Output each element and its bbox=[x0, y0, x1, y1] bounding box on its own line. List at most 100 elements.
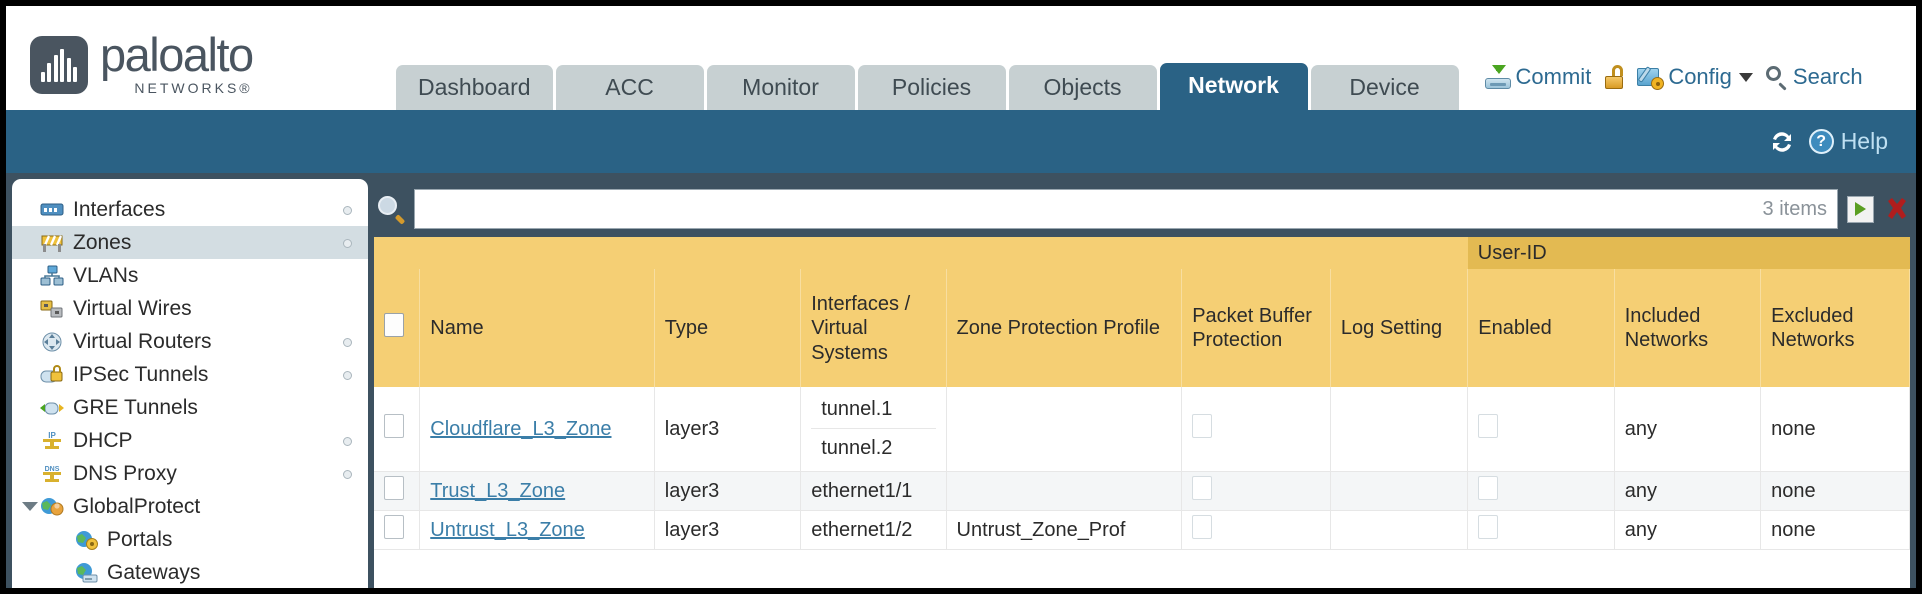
row-select-cell[interactable] bbox=[374, 510, 421, 551]
brand-subtitle: NETWORKS® bbox=[134, 80, 253, 96]
cell-user-id-enabled[interactable] bbox=[1467, 510, 1615, 551]
tab-network[interactable]: Network bbox=[1159, 63, 1308, 110]
sidebar-item-globalprotect[interactable]: GlobalProtect bbox=[12, 490, 368, 523]
column-header-packet-buffer-protection[interactable]: Packet Buffer Protection bbox=[1181, 269, 1331, 388]
sidebar-item-gre-tunnels[interactable]: GRE Tunnels bbox=[12, 391, 368, 424]
row-checkbox[interactable] bbox=[384, 414, 404, 439]
user-id-enabled-checkbox[interactable] bbox=[1478, 476, 1499, 501]
expander-triangle-icon[interactable] bbox=[22, 502, 38, 511]
cell-user-id-enabled[interactable] bbox=[1467, 471, 1615, 512]
chevron-down-icon bbox=[1738, 72, 1753, 82]
cell-packet-buffer-protection[interactable] bbox=[1181, 510, 1331, 551]
brand-logo: paloalto NETWORKS® bbox=[6, 28, 396, 110]
row-checkbox[interactable] bbox=[384, 476, 404, 501]
refresh-icon[interactable] bbox=[1769, 130, 1795, 154]
cell-type: layer3 bbox=[654, 471, 802, 512]
column-header-zone-protection-profile[interactable]: Zone Protection Profile bbox=[946, 269, 1183, 388]
sidebar-item-label: GRE Tunnels bbox=[73, 395, 198, 419]
search-button[interactable]: Search bbox=[1765, 64, 1863, 91]
top-bar: paloalto NETWORKS® Dashboard ACC Monitor… bbox=[6, 6, 1916, 110]
cell-name[interactable]: Untrust_L3_Zone bbox=[419, 510, 655, 551]
dns-proxy-icon: DNS bbox=[40, 463, 64, 485]
sidebar-item-portals[interactable]: Portals bbox=[12, 523, 368, 556]
column-header-enabled[interactable]: Enabled bbox=[1467, 269, 1615, 388]
column-header-log-setting[interactable]: Log Setting bbox=[1330, 269, 1469, 388]
user-id-enabled-checkbox[interactable] bbox=[1478, 414, 1499, 439]
filter-input-wrap[interactable]: 3 items bbox=[414, 189, 1838, 229]
select-all-header[interactable] bbox=[374, 269, 421, 388]
virtual-wires-icon bbox=[40, 298, 64, 320]
sidebar-item-label: Interfaces bbox=[73, 197, 166, 221]
portals-icon bbox=[74, 529, 98, 551]
cell-name[interactable]: Cloudflare_L3_Zone bbox=[419, 387, 655, 473]
tab-dashboard[interactable]: Dashboard bbox=[396, 65, 553, 110]
zone-link[interactable]: Cloudflare_L3_Zone bbox=[430, 417, 612, 440]
apply-filter-button[interactable] bbox=[1847, 195, 1874, 223]
packet-buffer-checkbox[interactable] bbox=[1192, 414, 1213, 439]
zone-link[interactable]: Untrust_L3_Zone bbox=[430, 518, 585, 541]
search-label: Search bbox=[1792, 64, 1863, 89]
packet-buffer-checkbox[interactable] bbox=[1192, 515, 1213, 540]
column-header-included-networks[interactable]: Included Networks bbox=[1614, 269, 1762, 388]
sidebar-item-interfaces[interactable]: Interfaces bbox=[12, 193, 368, 226]
help-icon: ? bbox=[1808, 129, 1834, 154]
column-header-type[interactable]: Type bbox=[654, 269, 802, 388]
column-header-interfaces[interactable]: Interfaces / Virtual Systems bbox=[800, 269, 947, 388]
sidebar-item-label: Virtual Wires bbox=[73, 296, 192, 320]
tab-policies[interactable]: Policies bbox=[857, 65, 1006, 110]
column-header-excluded-networks[interactable]: Excluded Networks bbox=[1760, 269, 1910, 388]
table-row[interactable]: Trust_L3_Zone layer3 ethernet1/1 bbox=[374, 471, 1910, 512]
cell-zone-protection-profile bbox=[946, 387, 1183, 473]
sidebar-item-dhcp[interactable]: IP DHCP bbox=[12, 424, 368, 457]
zone-link[interactable]: Trust_L3_Zone bbox=[430, 479, 566, 502]
clear-filter-button[interactable] bbox=[1883, 196, 1910, 223]
cell-included-networks: any bbox=[1614, 387, 1762, 473]
config-icon bbox=[1637, 65, 1665, 90]
row-select-cell[interactable] bbox=[374, 471, 421, 512]
table-row[interactable]: Untrust_L3_Zone layer3 ethernet1/2 Untru… bbox=[374, 510, 1910, 551]
table-row[interactable]: Cloudflare_L3_Zone layer3 tunnel.1 tunne… bbox=[374, 387, 1910, 473]
zones-icon bbox=[40, 232, 64, 254]
packet-buffer-checkbox[interactable] bbox=[1192, 476, 1213, 501]
cell-log-setting bbox=[1330, 471, 1469, 512]
row-checkbox[interactable] bbox=[384, 515, 404, 540]
config-menu[interactable]: Config bbox=[1637, 64, 1753, 90]
sidebar-item-virtual-wires[interactable]: Virtual Wires bbox=[12, 292, 368, 325]
virtual-routers-icon bbox=[40, 331, 64, 353]
search-icon[interactable] bbox=[378, 196, 406, 225]
status-dot bbox=[343, 470, 352, 479]
sidebar-item-zones[interactable]: Zones bbox=[12, 226, 368, 259]
cell-packet-buffer-protection[interactable] bbox=[1181, 471, 1331, 512]
cell-zone-protection-profile: Untrust_Zone_Prof bbox=[946, 510, 1183, 551]
cell-excluded-networks: none bbox=[1760, 471, 1910, 512]
tab-device[interactable]: Device bbox=[1310, 65, 1459, 110]
globalprotect-icon bbox=[40, 496, 64, 518]
cell-name[interactable]: Trust_L3_Zone bbox=[419, 471, 655, 512]
main-nav-tabs: Dashboard ACC Monitor Policies Objects N… bbox=[396, 6, 1459, 110]
row-select-cell[interactable] bbox=[374, 387, 421, 473]
tab-monitor[interactable]: Monitor bbox=[706, 65, 855, 110]
gateways-icon bbox=[74, 562, 98, 584]
sidebar-nav: Interfaces Zones VLANs Vir bbox=[12, 179, 368, 588]
sidebar-item-vlans[interactable]: VLANs bbox=[12, 259, 368, 292]
sidebar-item-ipsec-tunnels[interactable]: IPSec Tunnels bbox=[12, 358, 368, 391]
sidebar-item-gateways[interactable]: Gateways bbox=[12, 556, 368, 588]
tab-objects[interactable]: Objects bbox=[1008, 65, 1157, 110]
sidebar-item-dns-proxy[interactable]: DNS DNS Proxy bbox=[12, 457, 368, 490]
sidebar-item-virtual-routers[interactable]: Virtual Routers bbox=[12, 325, 368, 358]
padlock-unlocked-icon[interactable] bbox=[1604, 65, 1624, 89]
cell-user-id-enabled[interactable] bbox=[1467, 387, 1615, 473]
user-id-enabled-checkbox[interactable] bbox=[1478, 515, 1499, 540]
tab-acc[interactable]: ACC bbox=[555, 65, 704, 110]
cell-packet-buffer-protection[interactable] bbox=[1181, 387, 1331, 473]
help-link[interactable]: ? Help bbox=[1808, 128, 1888, 155]
commit-icon bbox=[1484, 65, 1511, 89]
gre-tunnels-icon bbox=[40, 397, 64, 419]
column-header-name[interactable]: Name bbox=[419, 269, 655, 388]
ipsec-tunnels-icon bbox=[40, 364, 64, 386]
sidebar-item-label: DHCP bbox=[73, 428, 133, 452]
brand-name: paloalto bbox=[100, 28, 254, 82]
search-icon bbox=[1765, 66, 1788, 91]
select-all-checkbox[interactable] bbox=[384, 313, 404, 338]
commit-button[interactable]: Commit bbox=[1484, 64, 1591, 90]
